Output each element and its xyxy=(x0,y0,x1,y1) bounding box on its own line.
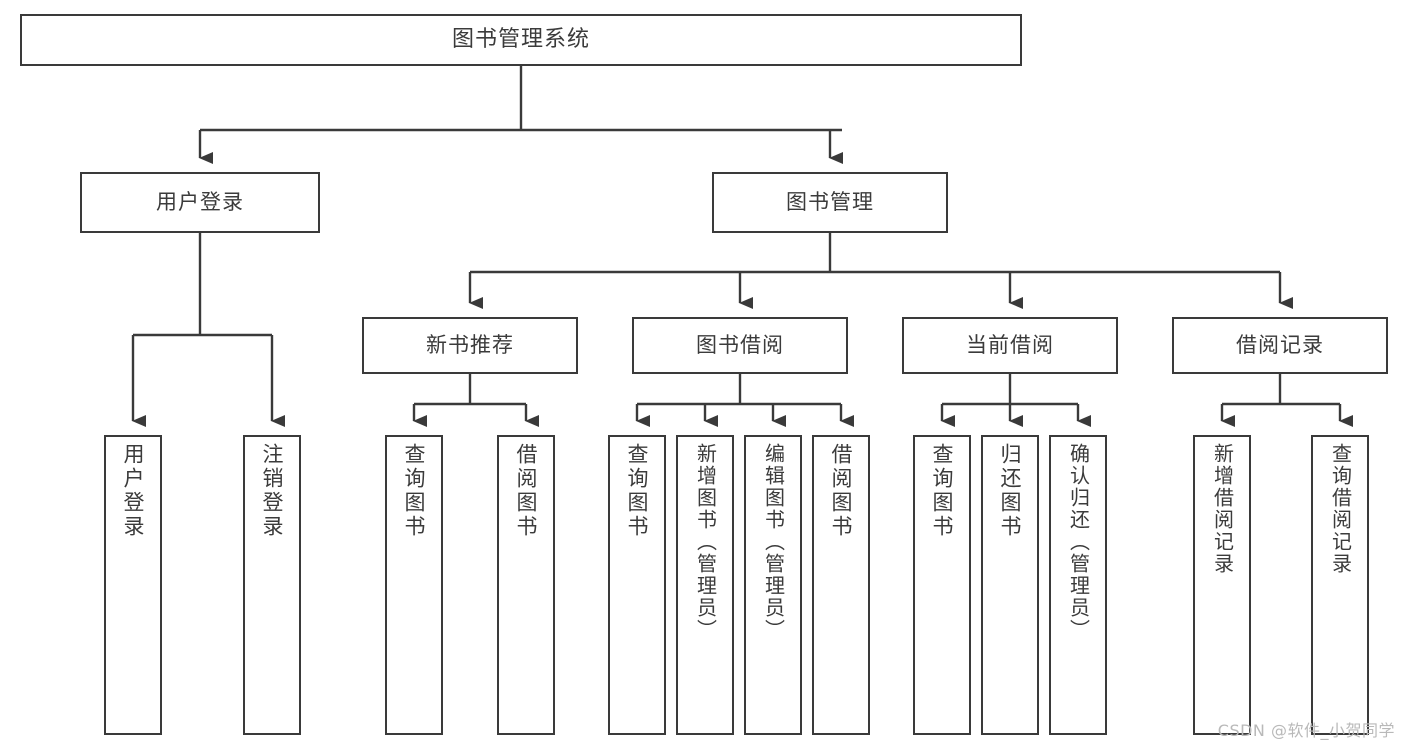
leaf-query-borrow-record[interactable]: 查询借阅记录 xyxy=(1311,435,1369,735)
leaf-label: 新增借阅记录 xyxy=(1210,443,1235,575)
leaf-new-book-borrow[interactable]: 借阅图书 xyxy=(497,435,555,735)
node-root-system[interactable]: 图书管理系统 xyxy=(20,14,1022,66)
leaf-label: 借阅图书 xyxy=(829,443,854,539)
leaf-label: 注销登录 xyxy=(260,443,285,539)
node-borrow-record[interactable]: 借阅记录 xyxy=(1172,317,1388,374)
leaf-label: 编辑图书（管理员） xyxy=(761,443,786,641)
node-label: 用户登录 xyxy=(156,190,244,215)
leaf-label: 归还图书 xyxy=(998,443,1023,539)
node-current-borrow[interactable]: 当前借阅 xyxy=(902,317,1118,374)
node-book-borrow[interactable]: 图书借阅 xyxy=(632,317,848,374)
csdn-watermark: CSDN @软件_小贺同学 xyxy=(1217,721,1395,740)
leaf-add-borrow-record[interactable]: 新增借阅记录 xyxy=(1193,435,1251,735)
node-label: 图书管理系统 xyxy=(451,27,590,53)
node-label: 当前借阅 xyxy=(966,333,1054,358)
leaf-label: 查询图书 xyxy=(930,443,955,539)
leaf-edit-book-admin[interactable]: 编辑图书（管理员） xyxy=(744,435,802,735)
leaf-label: 查询借阅记录 xyxy=(1328,443,1353,575)
leaf-user-login[interactable]: 用户登录 xyxy=(104,435,162,735)
leaf-label: 确认归还（管理员） xyxy=(1066,443,1091,641)
node-label: 图书借阅 xyxy=(696,333,784,358)
leaf-label: 借阅图书 xyxy=(514,443,539,539)
leaf-return-book[interactable]: 归还图书 xyxy=(981,435,1039,735)
leaf-label: 用户登录 xyxy=(121,443,146,539)
leaf-label: 查询图书 xyxy=(402,443,427,539)
node-label: 图书管理 xyxy=(786,190,874,215)
node-label: 新书推荐 xyxy=(426,333,514,358)
leaf-add-book-admin[interactable]: 新增图书（管理员） xyxy=(676,435,734,735)
node-user-login[interactable]: 用户登录 xyxy=(80,172,320,233)
node-new-book-recommend[interactable]: 新书推荐 xyxy=(362,317,578,374)
leaf-label: 新增图书（管理员） xyxy=(693,443,718,641)
leaf-label: 查询图书 xyxy=(625,443,650,539)
node-label: 借阅记录 xyxy=(1236,333,1324,358)
node-book-manage[interactable]: 图书管理 xyxy=(712,172,948,233)
leaf-new-book-query[interactable]: 查询图书 xyxy=(385,435,443,735)
leaf-confirm-return-admin[interactable]: 确认归还（管理员） xyxy=(1049,435,1107,735)
leaf-borrow-query-book[interactable]: 查询图书 xyxy=(608,435,666,735)
leaf-logout[interactable]: 注销登录 xyxy=(243,435,301,735)
leaf-current-query-book[interactable]: 查询图书 xyxy=(913,435,971,735)
leaf-borrow-book[interactable]: 借阅图书 xyxy=(812,435,870,735)
